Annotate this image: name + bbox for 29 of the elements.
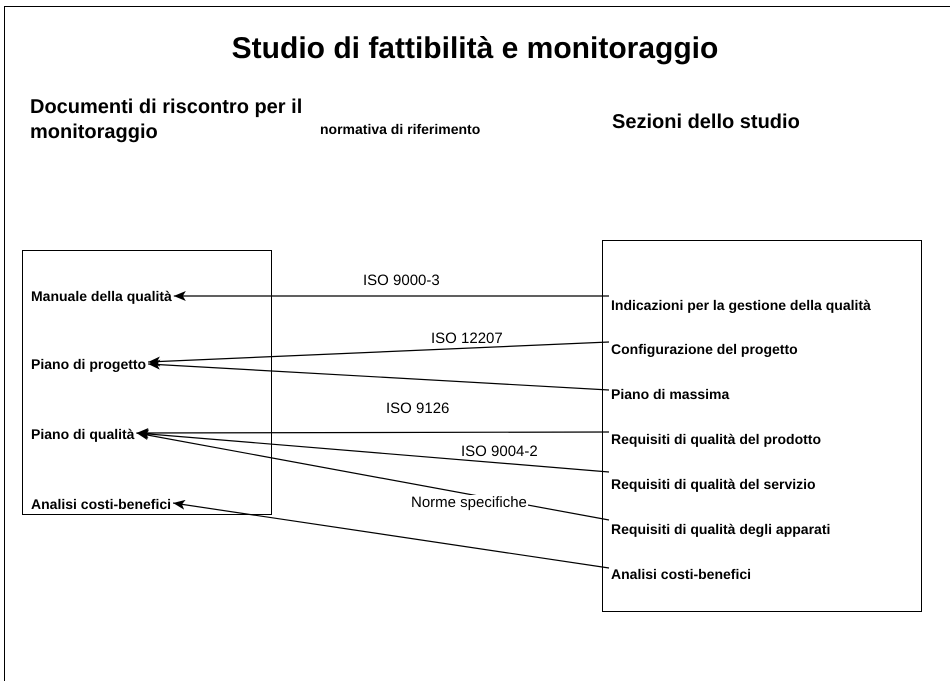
- arrow: [136, 429, 610, 473]
- list-item: Piano di qualità: [31, 424, 134, 444]
- arrow: [174, 291, 609, 301]
- arrow: [148, 360, 610, 391]
- list-item: Analisi costi-benefici: [31, 494, 172, 514]
- list-item: Manuale della qualità: [31, 286, 172, 306]
- column-heading: Sezioni dello studio: [612, 110, 801, 135]
- arrow: [136, 428, 609, 438]
- edge-label: Norme specifiche: [410, 495, 528, 510]
- list-item: Requisiti di qualità degli apparati: [611, 519, 830, 539]
- arrow: [148, 341, 610, 366]
- title: Studio di fattibilità e monitoraggio: [230, 31, 720, 67]
- list-item: Indicazioni per la gestione della qualità: [611, 295, 871, 315]
- list-item: Analisi costi-benefici: [611, 564, 752, 584]
- column-heading: normativa di riferimento: [320, 121, 482, 138]
- edge-label: ISO 9000-3: [362, 273, 441, 288]
- list-item: Requisiti di qualità del servizio: [611, 474, 816, 494]
- list-box: [22, 250, 272, 515]
- edge-label: ISO 9126: [385, 401, 450, 416]
- list-item: Configurazione del progetto: [611, 339, 798, 359]
- edge-label: ISO 9004-2: [460, 444, 539, 459]
- list-box: [602, 240, 922, 612]
- arrow: [172, 500, 610, 569]
- edge-label: ISO 12207: [430, 331, 504, 346]
- arrow: [136, 430, 610, 521]
- column-heading: Documenti di riscontro per il monitoraggio: [30, 95, 304, 145]
- list-item: Piano di progetto: [31, 354, 146, 374]
- list-item: Requisiti di qualità del prodotto: [611, 429, 821, 449]
- list-item: Piano di massima: [611, 384, 730, 404]
